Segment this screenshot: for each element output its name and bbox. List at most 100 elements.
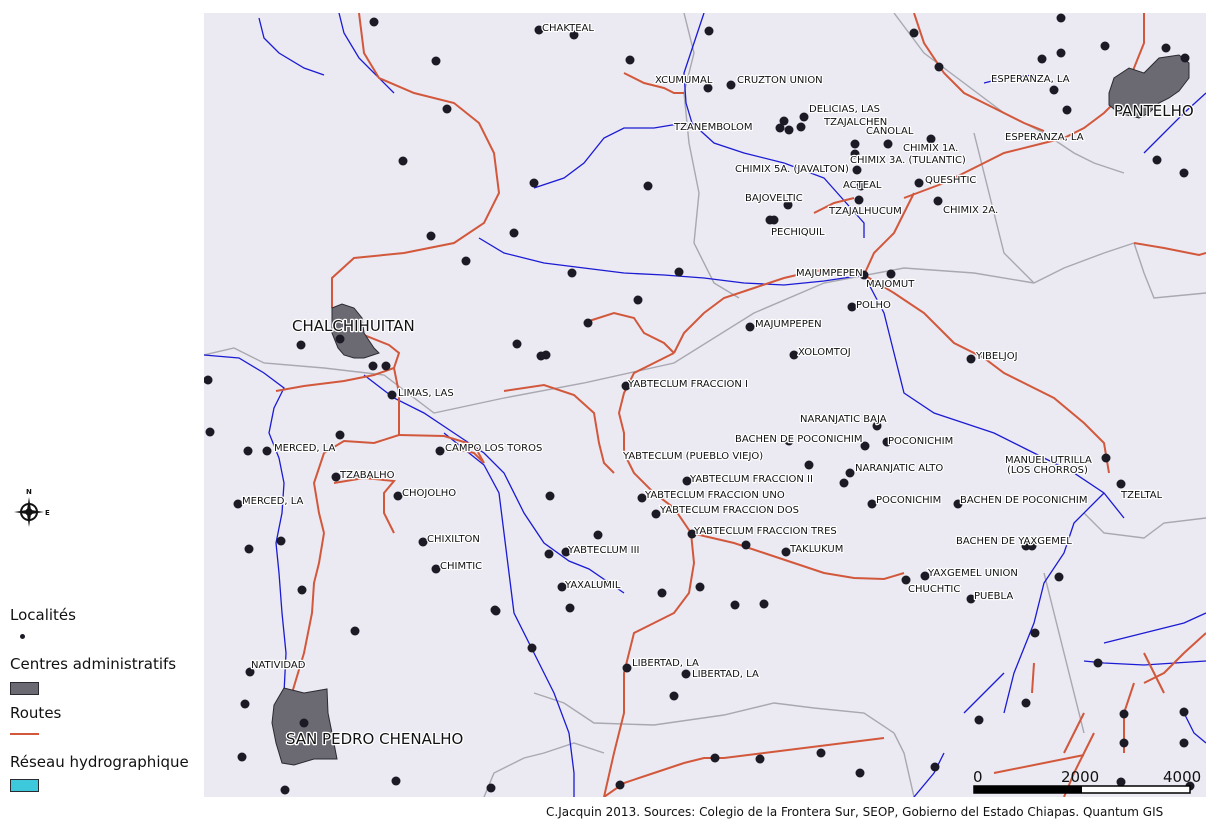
locality-dot[interactable]: [1152, 155, 1162, 165]
locality-dot[interactable]: [859, 270, 869, 280]
locality-dot[interactable]: [781, 547, 791, 557]
locality-dot[interactable]: [431, 56, 441, 66]
locality-dot[interactable]: [491, 606, 501, 616]
locality-dot[interactable]: [784, 125, 794, 135]
locality-dot[interactable]: [783, 200, 793, 210]
locality-dot[interactable]: [426, 231, 436, 241]
locality-dot[interactable]: [567, 268, 577, 278]
locality-dot[interactable]: [544, 549, 554, 559]
locality-dot[interactable]: [369, 17, 379, 27]
locality-dot[interactable]: [335, 430, 345, 440]
locality-dot[interactable]: [1116, 479, 1126, 489]
locality-dot[interactable]: [855, 768, 865, 778]
locality-dot[interactable]: [1027, 541, 1037, 551]
locality-dot[interactable]: [704, 26, 714, 36]
locality-dot[interactable]: [637, 493, 647, 503]
locality-dot[interactable]: [431, 564, 441, 574]
map-frame[interactable]: CHAKTEAL XCUMUMAL CRUZTON UNION ESPERANZ…: [204, 13, 1206, 797]
locality-dot[interactable]: [854, 195, 864, 205]
locality-dot[interactable]: [391, 776, 401, 786]
locality-dot[interactable]: [534, 25, 544, 35]
locality-dot[interactable]: [509, 228, 519, 238]
locality-dot[interactable]: [643, 181, 653, 191]
locality-dot[interactable]: [1101, 453, 1111, 463]
locality-dot[interactable]: [1093, 658, 1103, 668]
locality-dot[interactable]: [435, 446, 445, 456]
locality-dot[interactable]: [847, 302, 857, 312]
locality-dot[interactable]: [237, 752, 247, 762]
locality-dot[interactable]: [331, 472, 341, 482]
locality-dot[interactable]: [1116, 777, 1126, 787]
locality-dot[interactable]: [1054, 572, 1064, 582]
locality-dot[interactable]: [933, 196, 943, 206]
locality-dot[interactable]: [784, 436, 794, 446]
locality-dot[interactable]: [681, 669, 691, 679]
locality-dot[interactable]: [387, 390, 397, 400]
locality-dot[interactable]: [615, 780, 625, 790]
locality-dot[interactable]: [569, 30, 579, 40]
locality-dot[interactable]: [1062, 105, 1072, 115]
locality-dot[interactable]: [850, 139, 860, 149]
locality-dot[interactable]: [296, 340, 306, 350]
locality-dot[interactable]: [1119, 738, 1129, 748]
locality-dot[interactable]: [687, 529, 697, 539]
locality-dot[interactable]: [769, 215, 779, 225]
locality-dot[interactable]: [867, 499, 877, 509]
locality-dot[interactable]: [799, 112, 809, 122]
locality-dot[interactable]: [914, 178, 924, 188]
locality-dot[interactable]: [536, 351, 546, 361]
locality-dot[interactable]: [872, 421, 882, 431]
locality-dot[interactable]: [335, 334, 345, 344]
locality-dot[interactable]: [545, 491, 555, 501]
locality-dot[interactable]: [204, 375, 213, 385]
locality-dot[interactable]: [622, 663, 632, 673]
locality-dot[interactable]: [527, 643, 537, 653]
locality-dot[interactable]: [934, 62, 944, 72]
locality-dot[interactable]: [1021, 698, 1031, 708]
locality-dot[interactable]: [755, 754, 765, 764]
locality-dot[interactable]: [593, 530, 603, 540]
locality-dot[interactable]: [381, 361, 391, 371]
locality-dot[interactable]: [845, 468, 855, 478]
locality-dot[interactable]: [350, 626, 360, 636]
locality-dot[interactable]: [883, 139, 893, 149]
locality-dot[interactable]: [710, 753, 720, 763]
locality-dot[interactable]: [529, 178, 539, 188]
locality-dot[interactable]: [243, 446, 253, 456]
locality-dot[interactable]: [703, 83, 713, 93]
locality-dot[interactable]: [1119, 709, 1129, 719]
locality-dot[interactable]: [741, 540, 751, 550]
locality-dot[interactable]: [1180, 53, 1190, 63]
locality-dot[interactable]: [276, 536, 286, 546]
locality-dot[interactable]: [633, 295, 643, 305]
locality-dot[interactable]: [240, 699, 250, 709]
locality-dot[interactable]: [759, 599, 769, 609]
locality-dot[interactable]: [674, 267, 684, 277]
locality-dot[interactable]: [442, 104, 452, 114]
locality-dot[interactable]: [852, 165, 862, 175]
locality-dot[interactable]: [461, 256, 471, 266]
locality-dot[interactable]: [1179, 738, 1189, 748]
locality-dot[interactable]: [651, 509, 661, 519]
locality-dot[interactable]: [244, 544, 254, 554]
locality-dot[interactable]: [816, 748, 826, 758]
locality-dot[interactable]: [860, 441, 870, 451]
locality-dot[interactable]: [682, 476, 692, 486]
locality-dot[interactable]: [966, 354, 976, 364]
locality-dot[interactable]: [262, 446, 272, 456]
locality-dot[interactable]: [233, 499, 243, 509]
locality-dot[interactable]: [953, 499, 963, 509]
locality-dot[interactable]: [565, 603, 575, 613]
locality-dot[interactable]: [745, 322, 755, 332]
locality-dot[interactable]: [1049, 85, 1059, 95]
locality-dot[interactable]: [561, 547, 571, 557]
locality-dot[interactable]: [974, 715, 984, 725]
locality-dot[interactable]: [205, 427, 215, 437]
locality-dot[interactable]: [850, 149, 860, 159]
locality-dot[interactable]: [796, 122, 806, 132]
locality-dot[interactable]: [245, 667, 255, 677]
locality-dot[interactable]: [1037, 54, 1047, 64]
locality-dot[interactable]: [886, 269, 896, 279]
locality-dot[interactable]: [368, 361, 378, 371]
locality-dot[interactable]: [512, 339, 522, 349]
